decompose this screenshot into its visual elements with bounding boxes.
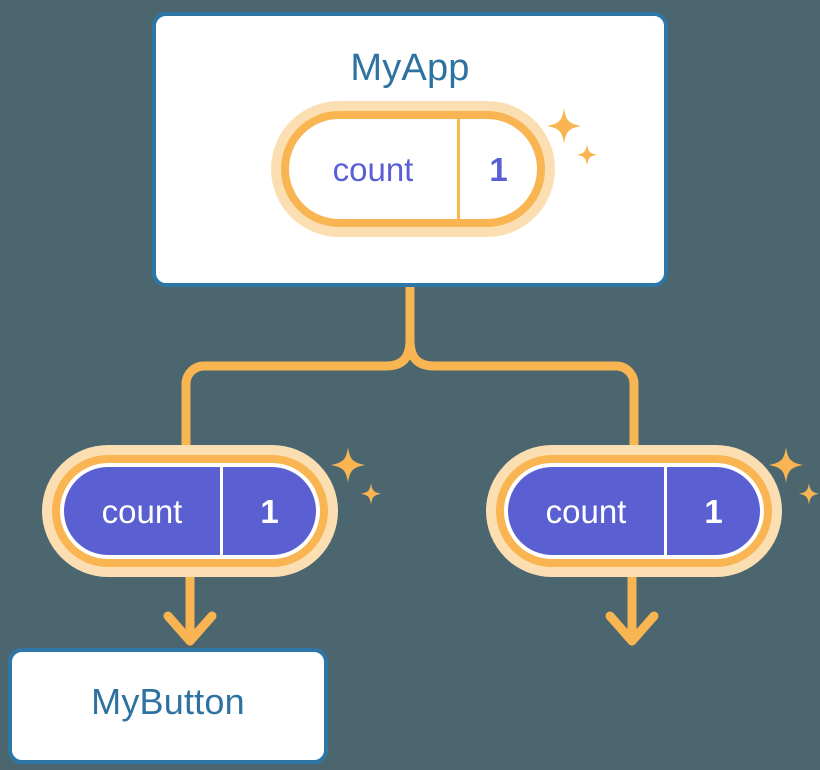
state-key-label: count [332, 150, 414, 188]
component-title-mybutton-left: MyButton [91, 681, 245, 722]
state-key-label: count [545, 492, 627, 530]
state-pill-inner: count 1 [496, 455, 772, 567]
state-pill-inner: count 1 [52, 455, 328, 567]
state-pill-inner: count 1 [281, 111, 545, 227]
state-pill-button-right[interactable]: count 1 [486, 445, 782, 577]
component-card-mybutton-left[interactable]: MyButton [8, 648, 328, 764]
connector-branch-left [181, 335, 415, 457]
state-value-label: 1 [220, 467, 316, 555]
state-pill-myapp[interactable]: count 1 [271, 101, 555, 237]
state-value-label: 1 [664, 467, 760, 555]
connector-branch-right [405, 335, 639, 457]
state-key-label: count [101, 492, 183, 530]
component-title-myapp: MyApp [350, 47, 470, 89]
state-pill-body: count 1 [508, 467, 760, 555]
arrow-head-right-icon [605, 611, 659, 646]
state-pill-shell: count 1 [42, 445, 338, 577]
state-value-label: 1 [457, 119, 537, 219]
state-pill-body: count 1 [64, 467, 316, 555]
state-pill-button-left[interactable]: count 1 [42, 445, 338, 577]
arrow-head-left-icon [163, 611, 217, 646]
state-pill-shell: count 1 [486, 445, 782, 577]
state-pill-shell: count 1 [271, 101, 555, 237]
